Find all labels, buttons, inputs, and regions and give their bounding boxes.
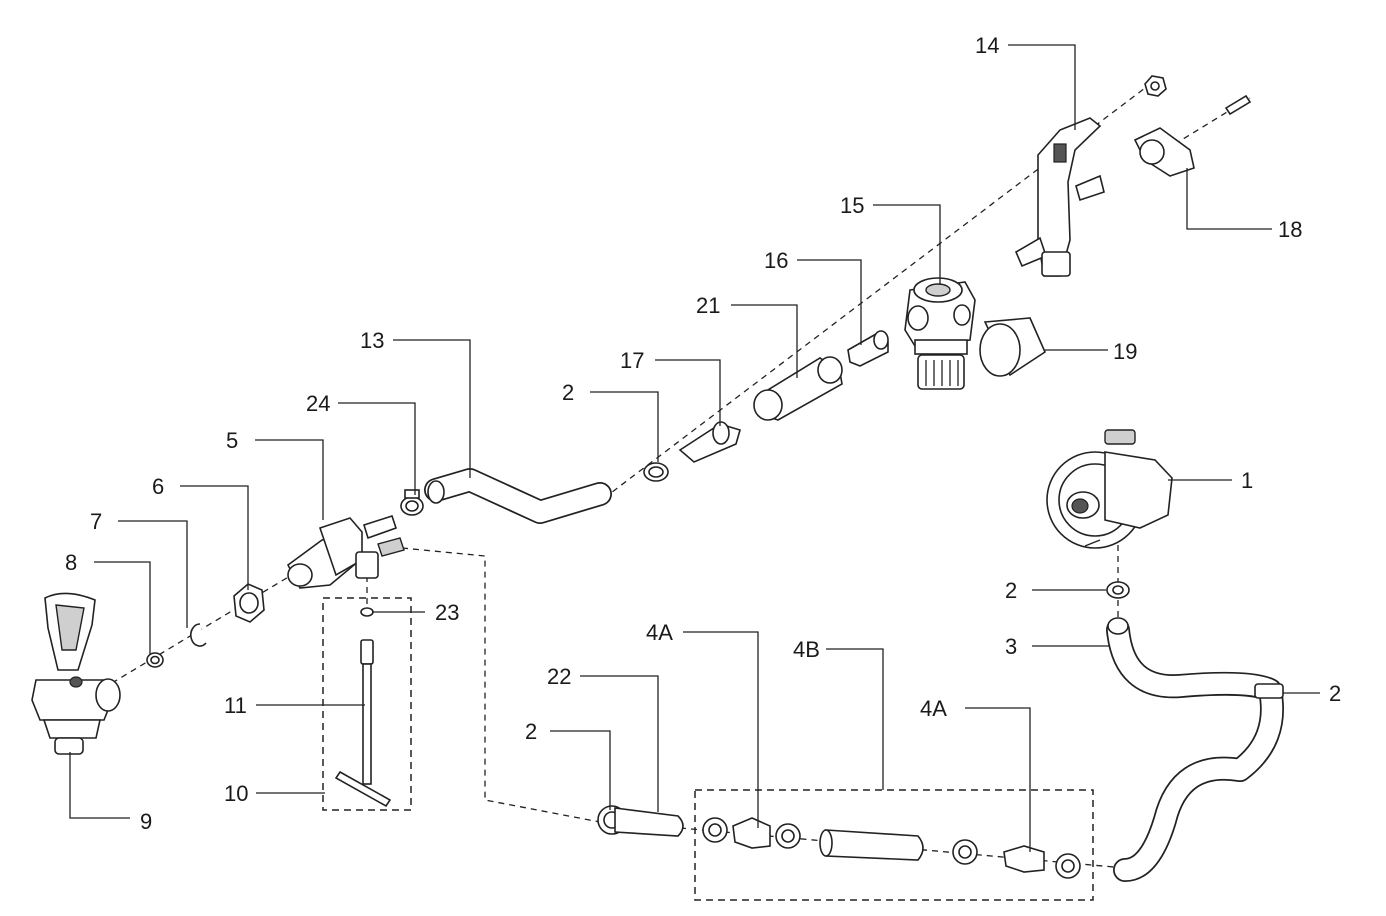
callout-4a-left: 4A: [646, 620, 673, 645]
part-4b-tube-section: [819, 829, 924, 861]
part-13-hose: [424, 468, 612, 524]
part-2-clamp-upper: [643, 462, 669, 482]
callout-3: 3: [1005, 634, 1017, 659]
callout-8: 8: [65, 550, 77, 575]
part-9-faucet: [31, 592, 121, 755]
callout-2-right-side: 2: [1329, 681, 1341, 706]
callout-19: 19: [1113, 339, 1137, 364]
callout-2-upper: 2: [562, 380, 574, 405]
coupling-clamp-left: [702, 817, 728, 843]
part-24-hose-clamp: [400, 489, 424, 516]
callout-21: 21: [696, 293, 720, 318]
part-2-clamp-right-top: [1106, 581, 1130, 599]
part-19-filter-ring: [979, 317, 1047, 377]
callout-9: 9: [140, 809, 152, 834]
coupling-clamp-right: [952, 839, 978, 865]
coupling-clamp-mid: [775, 823, 801, 849]
callout-10: 10: [224, 781, 248, 806]
part-14-nut: [1144, 75, 1167, 97]
part-2-clamp-right-side: [1254, 683, 1284, 699]
callout-11: 11: [224, 693, 247, 718]
callout-16: 16: [764, 248, 788, 273]
part-10-t-handle: [334, 770, 392, 808]
callout-2-right-top: 2: [1005, 578, 1017, 603]
part-15-regulator: [904, 277, 976, 390]
callout-24: 24: [306, 391, 330, 416]
callout-labels: 14 15 18 16 21 19 17 2 13 24 5 6 7 8 9 1…: [65, 33, 1341, 834]
callout-22: 22: [547, 664, 571, 689]
callout-4b: 4B: [793, 637, 820, 662]
part-23-o-ring: [360, 607, 374, 617]
callout-5: 5: [226, 428, 238, 453]
drain-key-group-box: [322, 597, 412, 811]
part-8-washer: [146, 652, 164, 668]
part-18-screw: [1224, 94, 1252, 116]
part-18-bracket: [1133, 127, 1195, 177]
part-21-check-valve: [753, 356, 843, 421]
callout-6: 6: [152, 474, 164, 499]
callout-14: 14: [975, 33, 999, 58]
callout-1: 1: [1241, 468, 1253, 493]
part-11-drain-valve-stem: [360, 639, 374, 785]
part-16-fitting: [847, 330, 889, 367]
callout-15: 15: [840, 193, 864, 218]
part-22-sleeve: [614, 807, 684, 837]
callout-17: 17: [620, 348, 644, 373]
part-14-valve-elbow: [1014, 117, 1105, 277]
callout-4a-right: 4A: [920, 696, 947, 721]
coupling-clamp-end: [1055, 853, 1081, 879]
callout-18: 18: [1278, 217, 1302, 242]
callout-13: 13: [360, 328, 384, 353]
part-17-barb-fitting: [678, 421, 741, 463]
part-5-shank-body: [286, 514, 405, 589]
callout-23: 23: [435, 600, 459, 625]
part-3-hose: [1106, 617, 1284, 882]
part-7-retaining-ring: [190, 623, 207, 647]
part-4a-adapter-left: [732, 817, 771, 849]
part-6-hex-nut: [233, 583, 265, 623]
callout-7: 7: [90, 509, 102, 534]
part-4a-adapter-right: [1003, 845, 1045, 873]
callout-2-bottom: 2: [525, 719, 537, 744]
coupling-kit-group-box: [694, 789, 1094, 901]
part-1-quick-disconnect: [1046, 429, 1173, 549]
callout-leader-lines: [69, 44, 1320, 852]
